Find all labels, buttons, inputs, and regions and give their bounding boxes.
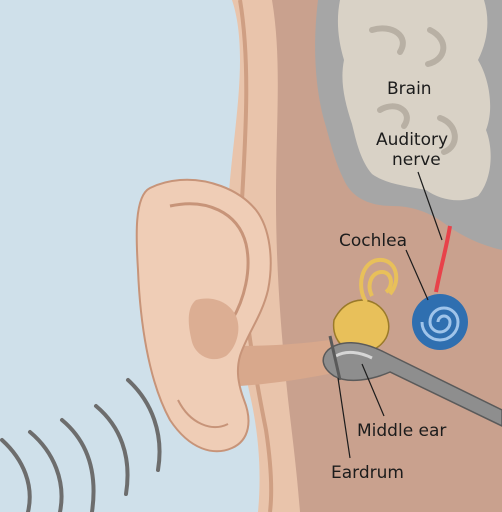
label-eardrum: Eardrum [331,463,404,483]
label-brain: Brain [387,79,432,99]
label-auditory-nerve-line2: nerve [392,150,441,170]
label-middle-ear: Middle ear [357,421,446,441]
label-cochlea: Cochlea [339,231,407,251]
label-auditory-nerve-line1: Auditory [376,130,448,150]
cochlea [412,294,468,350]
